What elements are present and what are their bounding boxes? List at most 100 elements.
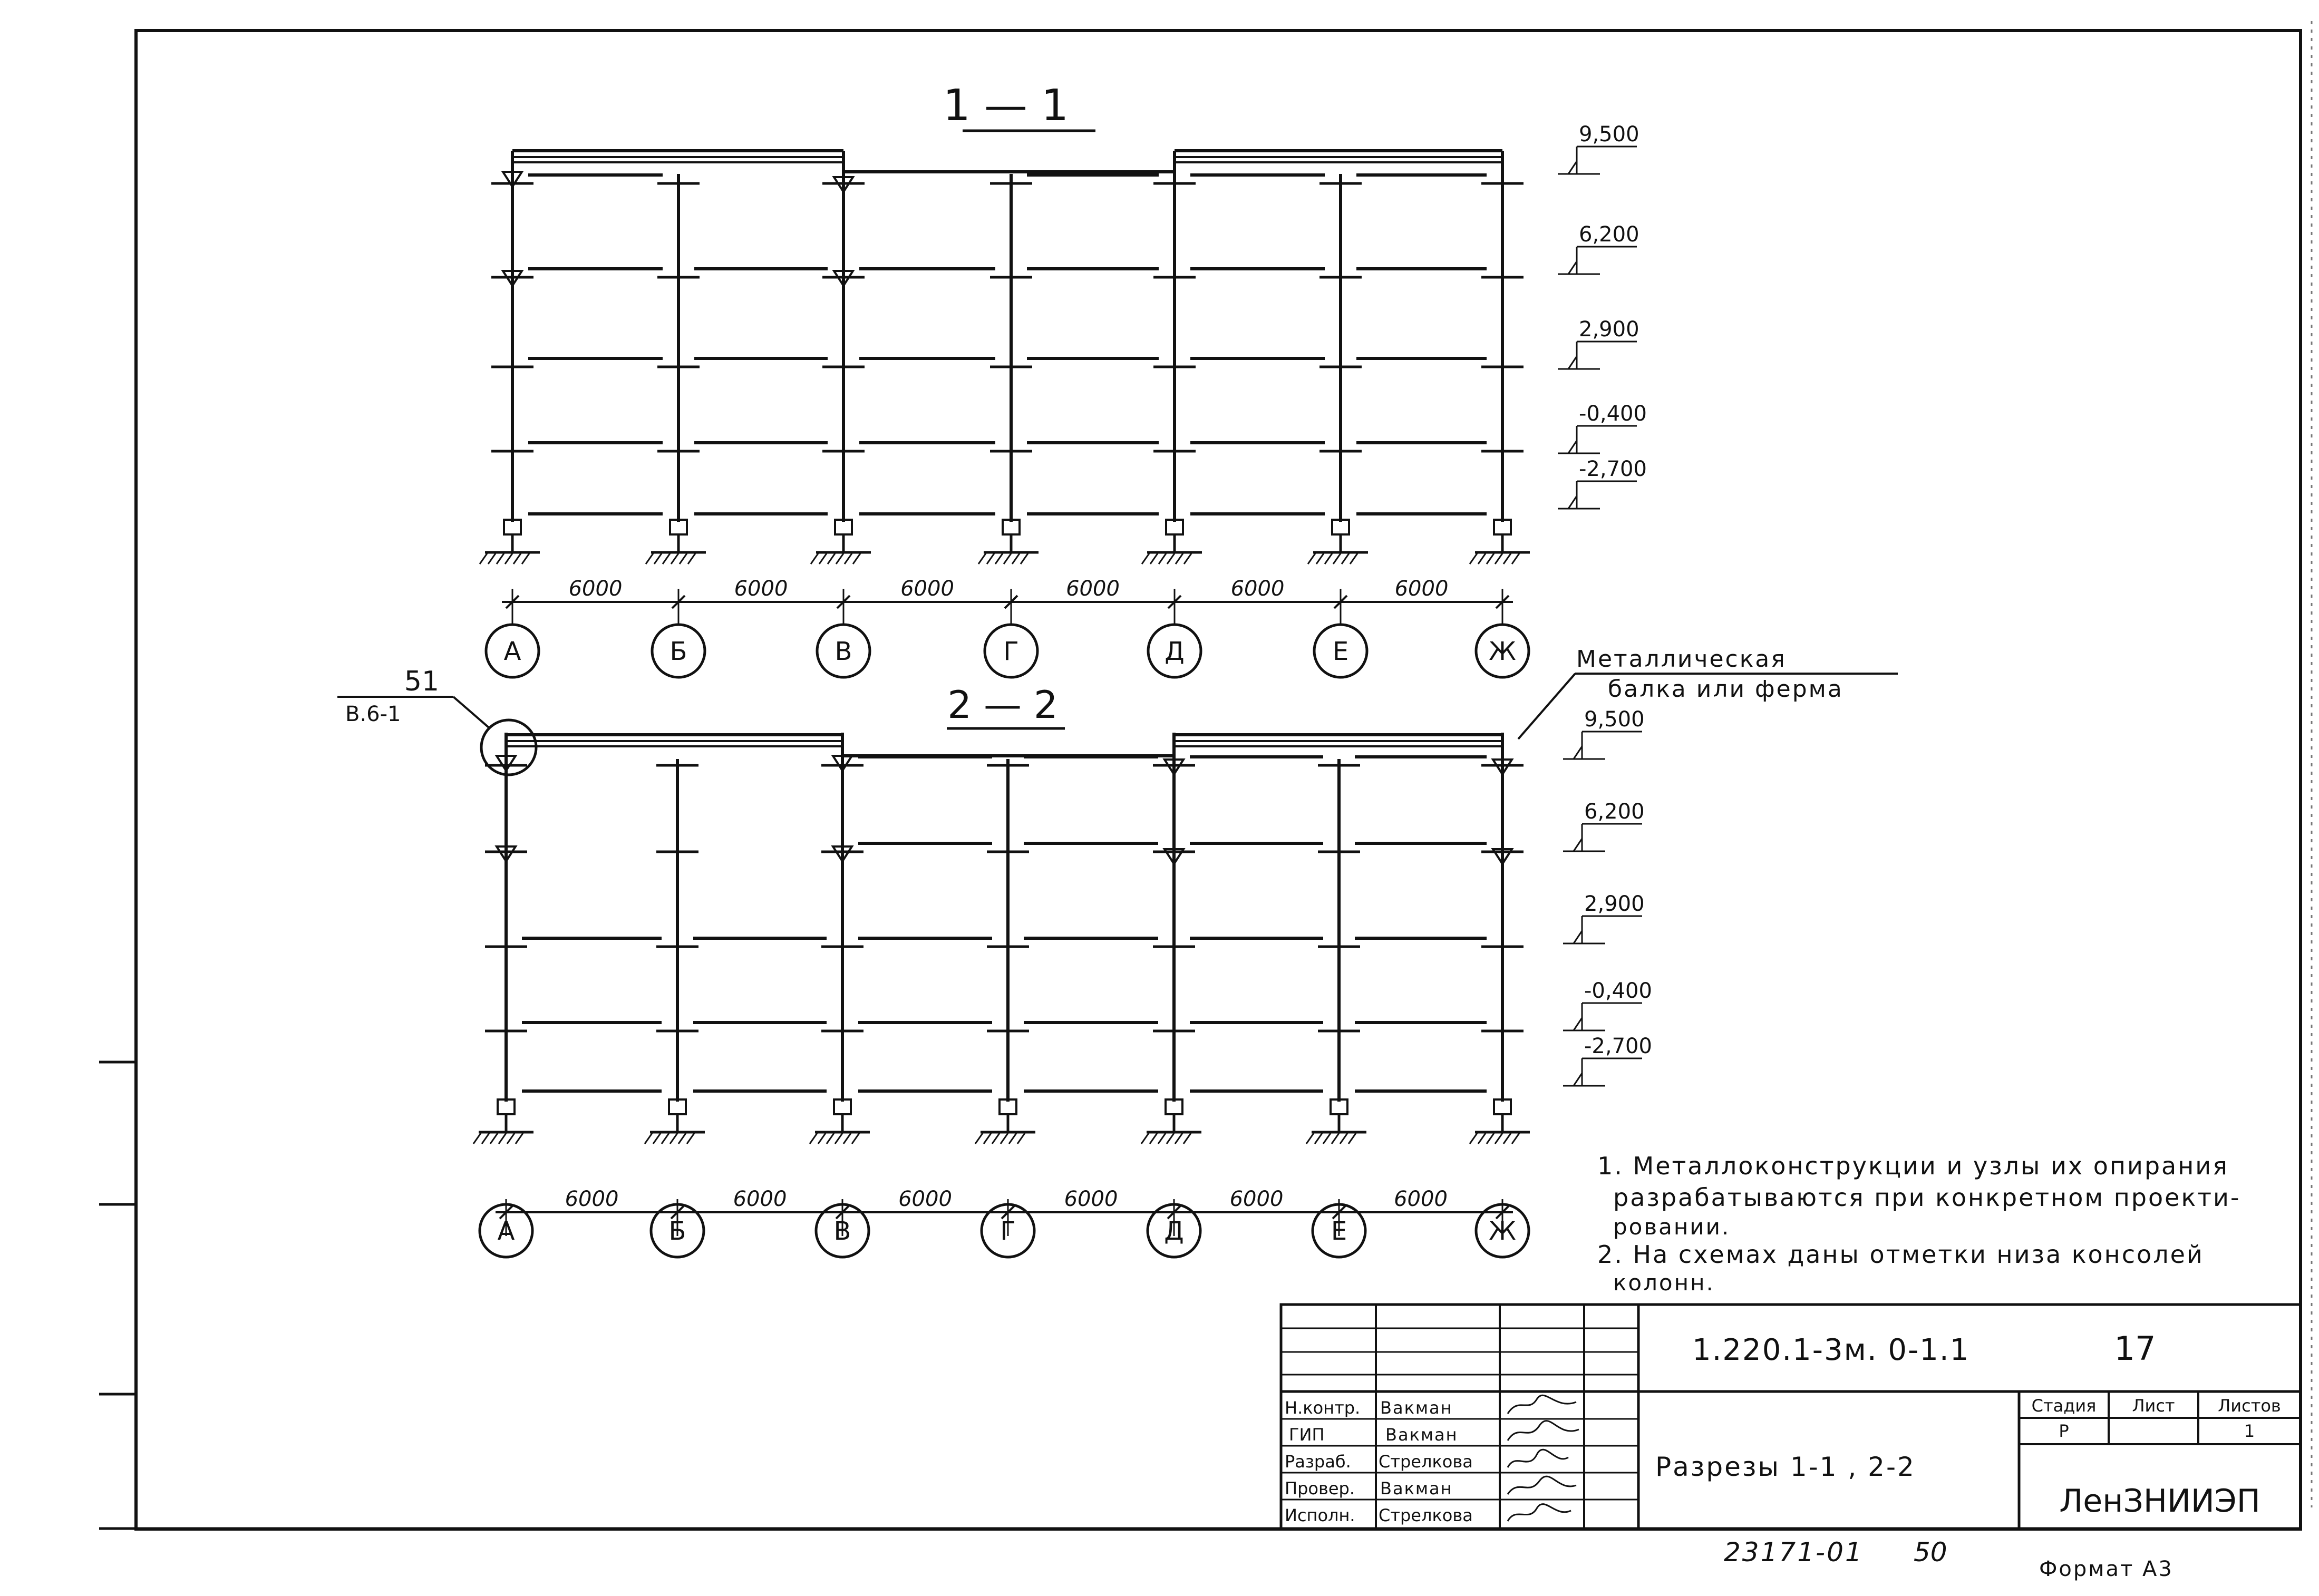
ground-hatch bbox=[826, 1133, 835, 1144]
span-dimension: 6000 bbox=[1395, 577, 1449, 601]
ground-hatch bbox=[1347, 1133, 1357, 1144]
elevation-value: -0,400 bbox=[1584, 979, 1652, 1003]
ground-hatch bbox=[1494, 553, 1503, 565]
ground-hatch bbox=[991, 1133, 1001, 1144]
ground-hatch bbox=[1469, 553, 1478, 565]
ground-hatch bbox=[1315, 553, 1325, 565]
axis-label: Б bbox=[669, 1217, 686, 1246]
hinge-triangle bbox=[831, 755, 854, 773]
staff-row: Провер. Вакман bbox=[1285, 1478, 1452, 1498]
span-dimension: 6000 bbox=[898, 1187, 952, 1211]
note-1-line3: ровании. bbox=[1613, 1214, 1730, 1240]
ground-hatch bbox=[1000, 1133, 1009, 1144]
column-base-plate bbox=[833, 1098, 852, 1115]
span-dimension: 6000 bbox=[569, 577, 623, 601]
hinge-triangle bbox=[494, 755, 518, 773]
ground-hatch bbox=[834, 1133, 843, 1144]
elevation-value: 9,500 bbox=[1584, 707, 1645, 732]
dimension-tick bbox=[1332, 1205, 1346, 1220]
elevation-value: 9,500 bbox=[1579, 122, 1639, 147]
axis-label: Д bbox=[1164, 1217, 1184, 1246]
ground-hatch bbox=[1502, 553, 1512, 565]
beam-label-line2: балка или ферма bbox=[1608, 676, 1843, 703]
span-dimension: 6000 bbox=[1231, 577, 1285, 601]
axis-bubble bbox=[651, 623, 706, 679]
staff-row: Исполн. Стрелкова bbox=[1285, 1505, 1473, 1525]
ground-hatch bbox=[851, 1133, 860, 1144]
ground-hatch bbox=[1158, 553, 1167, 565]
ground-hatch bbox=[1149, 1133, 1158, 1144]
axis-bubble bbox=[983, 623, 1039, 679]
ground-hatch bbox=[1307, 553, 1316, 565]
ground-hatch bbox=[983, 1133, 992, 1144]
axis-label: Д bbox=[1165, 637, 1185, 666]
hinge-triangle bbox=[832, 176, 855, 194]
dimension-tick bbox=[1495, 595, 1510, 609]
span-dimension: 6000 bbox=[1064, 1187, 1118, 1211]
ground-hatch bbox=[810, 553, 819, 565]
span-dimension: 6000 bbox=[1230, 1187, 1284, 1211]
ground-hatch bbox=[986, 553, 995, 565]
hinge-triangle bbox=[494, 845, 518, 863]
ground-hatch bbox=[662, 553, 671, 565]
axis-label: Г bbox=[1003, 637, 1018, 666]
axis-bubble bbox=[1313, 623, 1369, 679]
elevation-arrow bbox=[1573, 930, 1583, 944]
ground-hatch bbox=[515, 1133, 524, 1144]
staff-name-2: Вакман bbox=[1385, 1425, 1458, 1445]
hinge-triangle bbox=[501, 171, 524, 189]
column-base-plate bbox=[503, 519, 522, 536]
ground-hatch bbox=[645, 553, 654, 565]
axis-bubble bbox=[1147, 623, 1202, 679]
ground-hatch bbox=[670, 553, 680, 565]
axis-bubble bbox=[649, 1203, 705, 1259]
note-2-line1: 2. На схемах даны отметки низа консолей bbox=[1597, 1240, 2204, 1269]
ground-hatch bbox=[818, 553, 828, 565]
hinge-triangle bbox=[501, 270, 524, 288]
span-dimension: 6000 bbox=[900, 577, 954, 601]
stage-value: Р bbox=[2059, 1421, 2069, 1441]
ground-hatch bbox=[1008, 1133, 1017, 1144]
ground-hatch bbox=[512, 553, 522, 565]
staff-role-3: Разраб. bbox=[1285, 1452, 1351, 1472]
ground-hatch bbox=[977, 553, 987, 565]
sheets-header: Листов bbox=[2218, 1396, 2281, 1416]
ground-hatch bbox=[1477, 1133, 1487, 1144]
column-base-plate bbox=[834, 519, 853, 536]
ground-hatch bbox=[1511, 553, 1520, 565]
axis-label: А bbox=[504, 637, 521, 666]
ground-hatch bbox=[1332, 553, 1342, 565]
document-code: 1.220.1-3м. 0-1.1 bbox=[1692, 1333, 1969, 1367]
column-base-plate bbox=[668, 1098, 687, 1115]
section-title-1: 1 — 1 bbox=[943, 81, 1095, 132]
beam-label: Металлическая балка или ферма bbox=[1517, 646, 1898, 740]
inventory-suffix: 50 bbox=[1914, 1537, 1947, 1568]
axis-label: Е bbox=[1333, 637, 1348, 666]
column-base-plate bbox=[1165, 519, 1184, 536]
inventory-number: 23171-01 bbox=[1724, 1537, 1864, 1568]
axis-label: А bbox=[498, 1217, 515, 1246]
ground-hatch bbox=[1157, 1133, 1167, 1144]
elevation-arrow bbox=[1573, 1017, 1583, 1031]
dimension-tick bbox=[835, 1205, 850, 1220]
hinge-triangle bbox=[1162, 848, 1186, 866]
node-callout-sheet-ref: В.6-1 bbox=[345, 702, 401, 726]
staff-role-1: Н.контр. bbox=[1285, 1398, 1360, 1418]
dimension-tick bbox=[1167, 1205, 1181, 1220]
axis-bubble bbox=[816, 623, 871, 679]
ground-hatch bbox=[1486, 1133, 1495, 1144]
dimension-tick bbox=[1495, 1205, 1510, 1220]
span-dimension: 6000 bbox=[1394, 1187, 1448, 1211]
node-callout-number: 51 bbox=[404, 666, 439, 697]
ground-hatch bbox=[653, 553, 663, 565]
elevation-value: 2,900 bbox=[1579, 317, 1639, 342]
column-base-plate bbox=[1165, 1098, 1183, 1115]
general-notes: 1. Металлоконструкции и узлы их опирания… bbox=[1597, 1152, 2239, 1296]
ground-hatch bbox=[1174, 1133, 1183, 1144]
axis-bubble bbox=[1474, 1203, 1530, 1259]
footer: 23171-01 50 Формат А3 bbox=[1724, 1537, 2172, 1581]
ground-hatch bbox=[817, 1133, 827, 1144]
column-base-plate bbox=[497, 1098, 516, 1115]
note-1-line1: 1. Металлоконструкции и узлы их опирания bbox=[1597, 1152, 2229, 1180]
